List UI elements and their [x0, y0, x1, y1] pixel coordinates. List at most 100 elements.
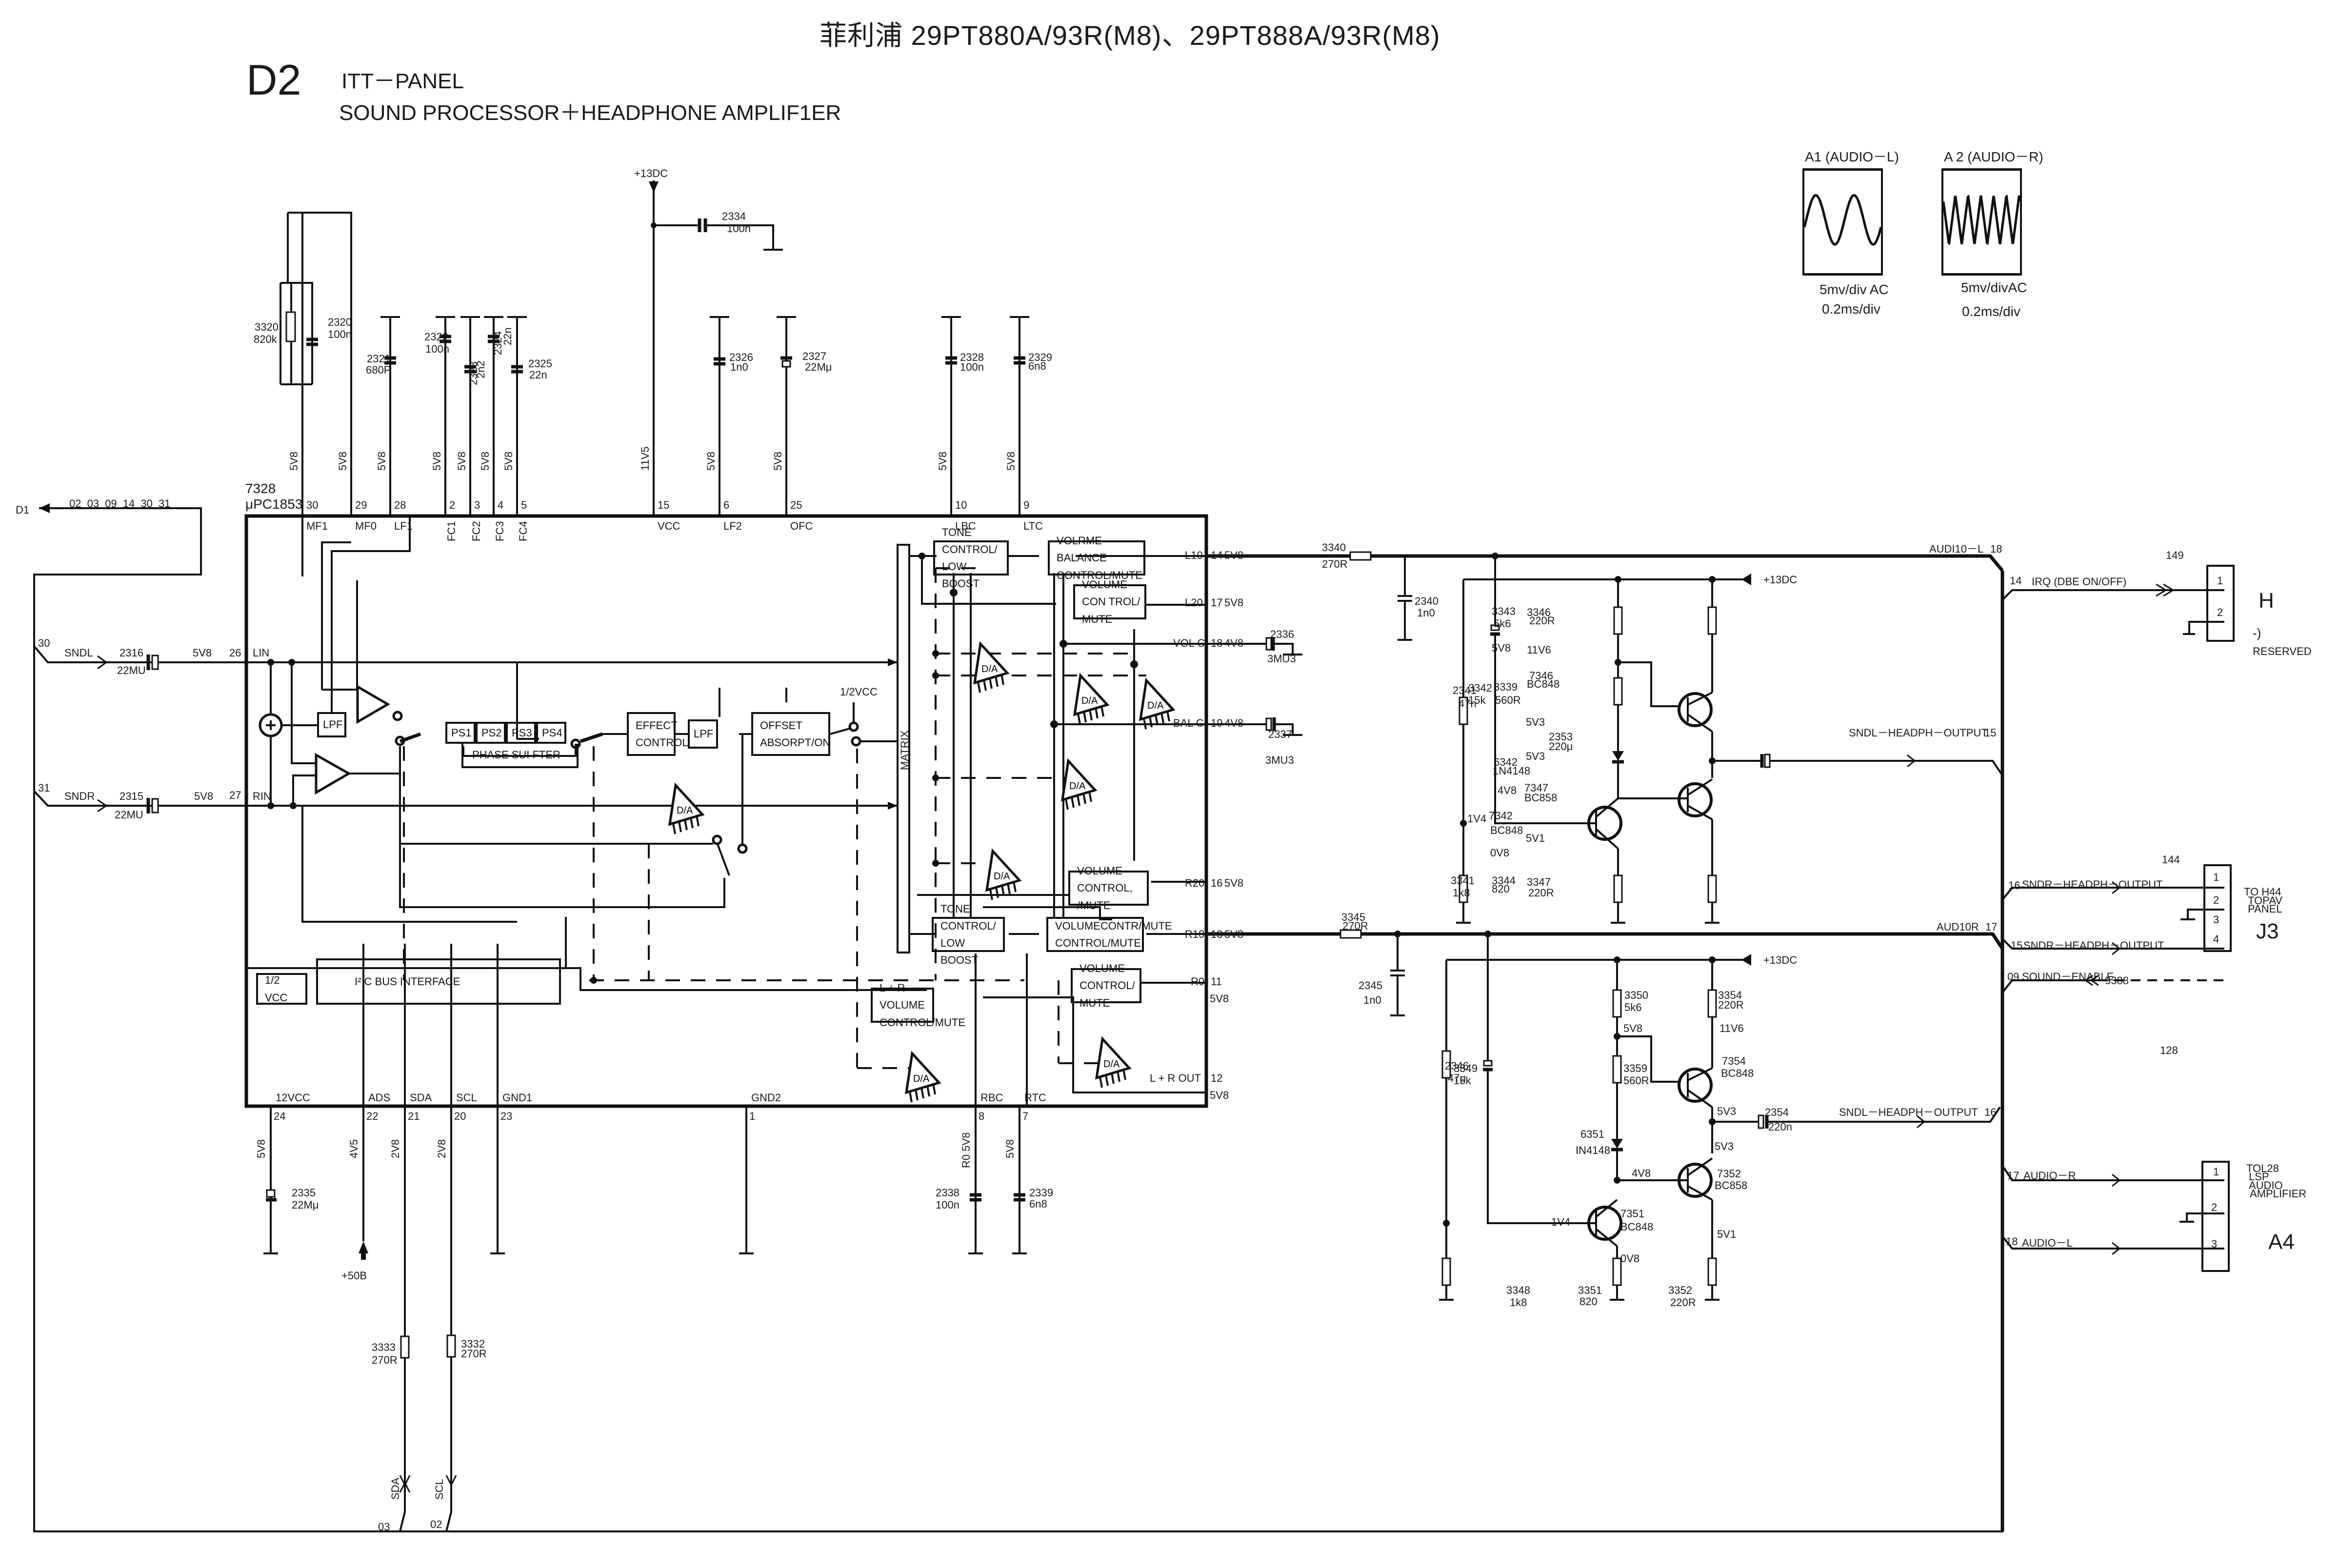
- net-d1-pins: 02 03 09 14 30 31: [69, 497, 171, 510]
- vol-r20-line1: VOLUME CONTROL,: [1077, 865, 1133, 894]
- right-pin-voltage: 5V8: [1210, 992, 1229, 1005]
- c2338-value: 100n: [936, 1199, 960, 1211]
- top-pin-voltage: 5V8: [456, 451, 468, 471]
- bottom-pin-name: RBC: [980, 1092, 1003, 1104]
- top-pin-name: MF0: [355, 520, 377, 532]
- c128-ref: 128: [2160, 1044, 2178, 1056]
- r3340-ref: 3340: [1322, 541, 1346, 554]
- c128-dest-3: AUDIO: [2249, 1179, 2283, 1191]
- p13dc-l: +13DC: [1763, 574, 1798, 586]
- r3333-ref: 3333: [372, 1341, 396, 1353]
- c2341-value: 47n: [1459, 697, 1477, 710]
- top-caps: [384, 335, 1025, 374]
- r3345-value: 270R: [1342, 920, 1368, 932]
- c128-sig2-pin: 18: [2006, 1235, 2018, 1248]
- da-converter: D/A: [1073, 673, 1110, 725]
- scope-a1-tdiv: 0.2ms/div: [1822, 301, 1880, 317]
- c2354-value: 220n: [1768, 1121, 1792, 1133]
- c2335-ref: 2335: [292, 1187, 316, 1199]
- r3349-ref: 3349: [1454, 1062, 1478, 1074]
- top-pin-voltage: 5V8: [1005, 451, 1017, 471]
- offset-absorption-block: OFFSET ABSORPT/ON: [751, 712, 830, 756]
- right-pin-name: L10: [1185, 549, 1203, 561]
- right-pin-voltage: 5V8: [1224, 928, 1244, 940]
- c2341-ref: 2341: [1453, 684, 1477, 696]
- da-label: D/A: [1103, 1059, 1120, 1070]
- c144-sig3-name: SOUND－ENABLE: [2022, 971, 2114, 983]
- net-d1: D1: [16, 504, 30, 516]
- bottom-pin-number: 7: [1022, 1110, 1029, 1122]
- r3343-ref: 3343: [1492, 605, 1516, 617]
- audio-l-waveform: [1804, 194, 1882, 246]
- top-pin-voltage: 5V8: [288, 451, 300, 471]
- input-caps: [141, 655, 254, 814]
- c2324-value: 22n: [501, 327, 514, 345]
- c2339-value: 6n8: [1029, 1198, 1047, 1210]
- vol-r0-line2: MUTE: [1080, 996, 1110, 1009]
- c2323-value: 2n2: [475, 360, 487, 378]
- net-audio-r: AUD10R: [1937, 921, 1979, 933]
- r3341-value: 1k8: [1453, 887, 1470, 899]
- net-sndl-pin: 30: [38, 637, 50, 649]
- bottom-pin-voltage: 4V5: [348, 1139, 360, 1158]
- c128-dest-2: LSP: [2249, 1171, 2269, 1183]
- scope-a2-label: A 2 (AUDIO－R): [1944, 149, 2043, 164]
- v-5v3a-l: 5V3: [1526, 716, 1545, 728]
- top-pin-voltage: 5V8: [479, 451, 491, 471]
- c128-letter: A4: [2268, 1230, 2295, 1254]
- panel-name: ITT－PANEL: [341, 69, 464, 93]
- c2345-value: 1n0: [1363, 994, 1381, 1006]
- r3344-value: 820: [1492, 883, 1510, 895]
- d6342-value: 1N4148: [1493, 765, 1531, 777]
- top-pin-voltage: 5V8: [431, 451, 443, 471]
- c2327-value: 22Mμ: [805, 361, 832, 373]
- tone-control-right-block: TONE CONTROL/ LOW BOOST: [932, 903, 1005, 966]
- bottom-pin-number: 1: [749, 1110, 756, 1122]
- right-pin-number: 16: [1211, 877, 1223, 889]
- v-11v6-l: 11V6: [1527, 644, 1551, 656]
- right-pin-number: 11: [1211, 975, 1222, 988]
- top-pin-number: 28: [394, 499, 406, 511]
- hp-amp-right: [1390, 931, 2001, 1301]
- r3351-ref: 3351: [1578, 1284, 1602, 1296]
- top-pin-voltage: 5V8: [502, 451, 515, 471]
- da-converter: D/A: [668, 782, 705, 834]
- lpf2-block: LPF: [688, 719, 718, 749]
- q7352-value: BC858: [1715, 1179, 1748, 1191]
- da-converter: D/A: [985, 848, 1022, 900]
- da-label: D/A: [1081, 695, 1098, 706]
- r3333-value: 270R: [372, 1354, 398, 1366]
- top-pin-voltage: 5V8: [772, 451, 784, 471]
- top-pin-number: 5: [521, 499, 527, 511]
- v-5v3b-l: 5V3: [1526, 750, 1545, 762]
- c2329-ref: 2329: [1028, 351, 1052, 363]
- volume-l20-block: VOLUME CON TROL/ MUTE: [1073, 578, 1146, 625]
- c144-dest-3: PANEL: [2248, 903, 2282, 915]
- r3344-ref: 3344: [1492, 874, 1516, 887]
- c2326-ref: 2326: [729, 351, 753, 363]
- r3341-ref: 3341: [1451, 874, 1475, 887]
- c2326-value: 1n0: [730, 361, 748, 373]
- panel-subtitle: SOUND PROCESSOR＋HEADPHONE AMPLIF1ER: [339, 101, 841, 125]
- c2337-value: 3MU3: [1265, 754, 1294, 766]
- reserved-icon: -): [2253, 626, 2261, 640]
- tone-r-line1: TONE CONTROL/: [940, 902, 996, 932]
- vol-bal-line1: VOLRME BALANCE: [1057, 535, 1107, 564]
- da-converter: D/A: [1060, 758, 1098, 810]
- net-sda: SDA: [389, 1477, 401, 1500]
- c144-sig2-name: SNDR－HEADPH－OUTPUT: [2023, 939, 2164, 952]
- lin-volt: 5V8: [193, 647, 212, 659]
- section-code: D2: [246, 56, 301, 104]
- scope-a1-screen: [1802, 168, 1883, 276]
- v-5v1-r: 5V1: [1717, 1228, 1737, 1240]
- r3349-value: 15k: [1454, 1074, 1471, 1087]
- q7351-value: BC848: [1620, 1221, 1654, 1233]
- c144-sig3-via: 9388: [2105, 974, 2129, 987]
- bottom-pin-number: 23: [500, 1110, 513, 1122]
- ps2-block: PS2: [476, 722, 506, 744]
- r3340-value: 270R: [1322, 558, 1348, 570]
- ic-ref: 7328: [245, 481, 276, 496]
- ic-bottom-pin-lines: [263, 944, 1027, 1532]
- c2315-ref: 2315: [120, 790, 143, 802]
- c2339-ref: 2339: [1029, 1187, 1053, 1199]
